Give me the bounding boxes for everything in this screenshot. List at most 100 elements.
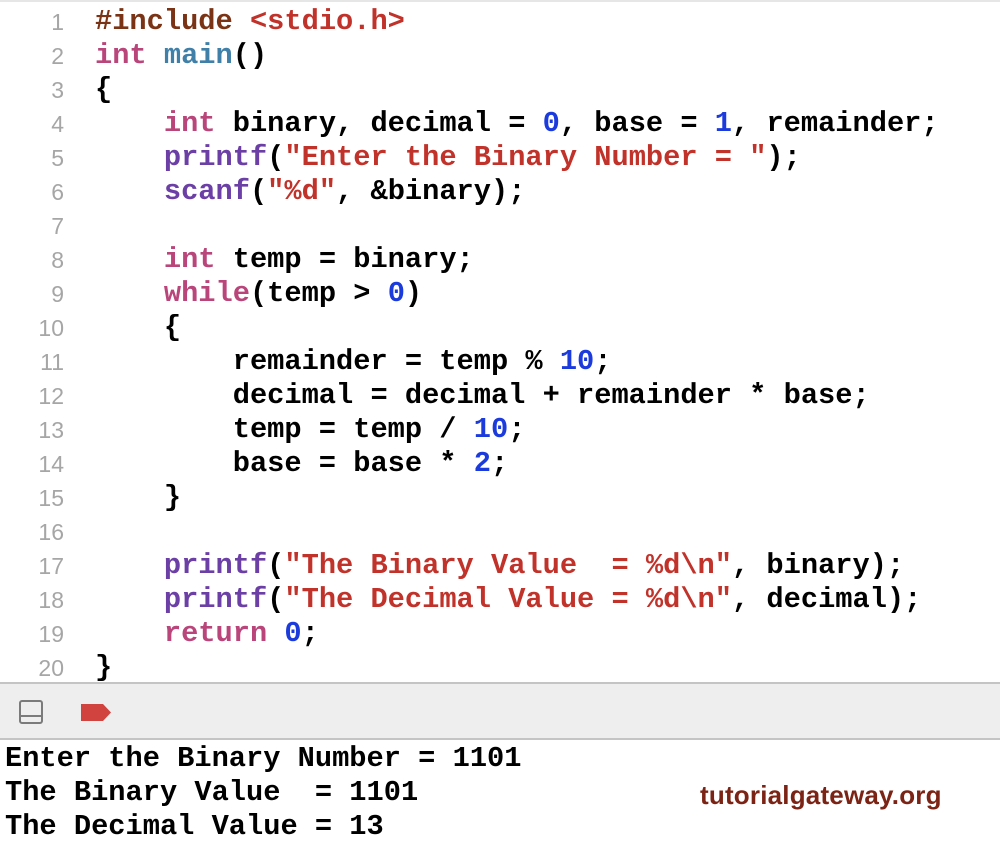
code-text: int main(): [95, 39, 267, 73]
code-token: [95, 107, 164, 140]
line-number: 9: [51, 281, 64, 307]
code-text: {: [95, 73, 112, 107]
code-token: (temp >: [249, 277, 388, 310]
code-line[interactable]: 11 remainder = temp % 10;: [0, 345, 1000, 379]
code-token: "Enter the Binary Number = ": [284, 141, 767, 174]
code-token: base = base *: [95, 447, 474, 480]
code-line[interactable]: 9 while(temp > 0): [0, 277, 1000, 311]
line-number: 10: [38, 315, 64, 341]
code-text: int binary, decimal = 0, base = 1, remai…: [95, 107, 939, 141]
console-line: The Binary Value = 1101: [5, 776, 419, 809]
panel-bottom-icon[interactable]: [19, 700, 43, 724]
line-number: 3: [51, 77, 64, 103]
code-token: 2: [473, 447, 491, 480]
line-number: 12: [38, 383, 64, 409]
top-border: [0, 0, 1000, 2]
code-token: temp = temp /: [95, 413, 474, 446]
code-token: 10: [559, 345, 595, 378]
code-token: (: [267, 141, 285, 174]
code-text: }: [95, 651, 112, 685]
code-token: (: [267, 583, 285, 616]
code-token: [95, 617, 164, 650]
code-token: ): [404, 277, 423, 310]
breakpoint-icon[interactable]: [81, 704, 111, 721]
line-number: 16: [38, 519, 64, 545]
code-text: #include <stdio.h>: [95, 5, 405, 39]
code-text: printf("The Decimal Value = %d\n", decim…: [95, 583, 922, 617]
code-line[interactable]: 7: [0, 209, 1000, 243]
console-output: Enter the Binary Number = 1101 The Binar…: [5, 742, 995, 844]
line-number: 2: [51, 43, 64, 69]
code-text: int temp = binary;: [95, 243, 474, 277]
code-token: [267, 617, 284, 650]
code-line[interactable]: 1#include <stdio.h>: [0, 5, 1000, 39]
code-text: }: [95, 481, 181, 515]
line-number: 14: [38, 451, 64, 477]
code-token: #include: [95, 5, 250, 38]
code-line[interactable]: 4 int binary, decimal = 0, base = 1, rem…: [0, 107, 1000, 141]
code-text: temp = temp / 10;: [95, 413, 526, 447]
code-line[interactable]: 12 decimal = decimal + remainder * base;: [0, 379, 1000, 413]
code-line[interactable]: 18 printf("The Decimal Value = %d\n", de…: [0, 583, 1000, 617]
code-token: 0: [284, 617, 302, 650]
line-number: 13: [38, 417, 64, 443]
line-number: 11: [40, 349, 64, 375]
code-token: int: [163, 243, 216, 276]
code-token: ;: [508, 413, 526, 446]
code-token: );: [766, 141, 801, 174]
code-token: ;: [594, 345, 612, 378]
code-line[interactable]: 6 scanf("%d", &binary);: [0, 175, 1000, 209]
code-line[interactable]: 8 int temp = binary;: [0, 243, 1000, 277]
code-token: , remainder;: [732, 107, 939, 140]
line-number: 17: [38, 553, 64, 579]
code-token: [95, 175, 164, 208]
code-token: }: [95, 481, 182, 514]
code-token: [95, 243, 164, 276]
code-token: return: [163, 617, 268, 650]
code-token: <stdio.h>: [249, 5, 405, 38]
code-token: temp = binary;: [215, 243, 474, 276]
code-token: int: [163, 107, 216, 140]
line-number: 19: [38, 621, 64, 647]
code-line[interactable]: 19 return 0;: [0, 617, 1000, 651]
code-token: printf: [163, 583, 268, 616]
code-line[interactable]: 16: [0, 515, 1000, 549]
code-token: , decimal);: [732, 583, 922, 616]
code-text: {: [95, 311, 181, 345]
code-token: [95, 549, 164, 582]
line-number: 4: [51, 111, 64, 137]
code-text: printf("The Binary Value = %d\n", binary…: [95, 549, 904, 583]
code-token: "The Binary Value = %d\n": [284, 549, 732, 582]
code-line[interactable]: 5 printf("Enter the Binary Number = ");: [0, 141, 1000, 175]
code-line[interactable]: 17 printf("The Binary Value = %d\n", bin…: [0, 549, 1000, 583]
code-token: "The Decimal Value = %d\n": [284, 583, 732, 616]
console-line: The Decimal Value = 13: [5, 810, 384, 843]
code-line[interactable]: 10 {: [0, 311, 1000, 345]
code-line[interactable]: 3{: [0, 73, 1000, 107]
line-number: 5: [51, 145, 64, 171]
code-token: (: [249, 175, 268, 208]
code-line[interactable]: 20}: [0, 651, 1000, 685]
code-token: , binary);: [732, 549, 905, 582]
line-number: 6: [51, 179, 64, 205]
code-text: return 0;: [95, 617, 319, 651]
code-token: {: [95, 73, 113, 106]
code-line[interactable]: 2 int main(): [0, 39, 1000, 73]
line-number: 18: [38, 587, 64, 613]
watermark: tutorialgateway.org: [700, 780, 942, 810]
code-line[interactable]: 14 base = base * 2;: [0, 447, 1000, 481]
code-text: printf("Enter the Binary Number = ");: [95, 141, 801, 175]
line-number: 7: [51, 213, 64, 239]
console-line: Enter the Binary Number = 1101: [5, 742, 522, 775]
code-token: main: [163, 39, 233, 72]
code-token: "%d": [267, 175, 337, 208]
code-token: [95, 583, 164, 616]
code-token: (): [232, 39, 268, 72]
code-token: }: [95, 651, 113, 684]
code-token: {: [95, 311, 182, 344]
code-line[interactable]: 15 }: [0, 481, 1000, 515]
code-line[interactable]: 13 temp = temp / 10;: [0, 413, 1000, 447]
code-token: decimal = decimal + remainder * base;: [95, 379, 870, 412]
code-token: , base =: [559, 107, 715, 140]
